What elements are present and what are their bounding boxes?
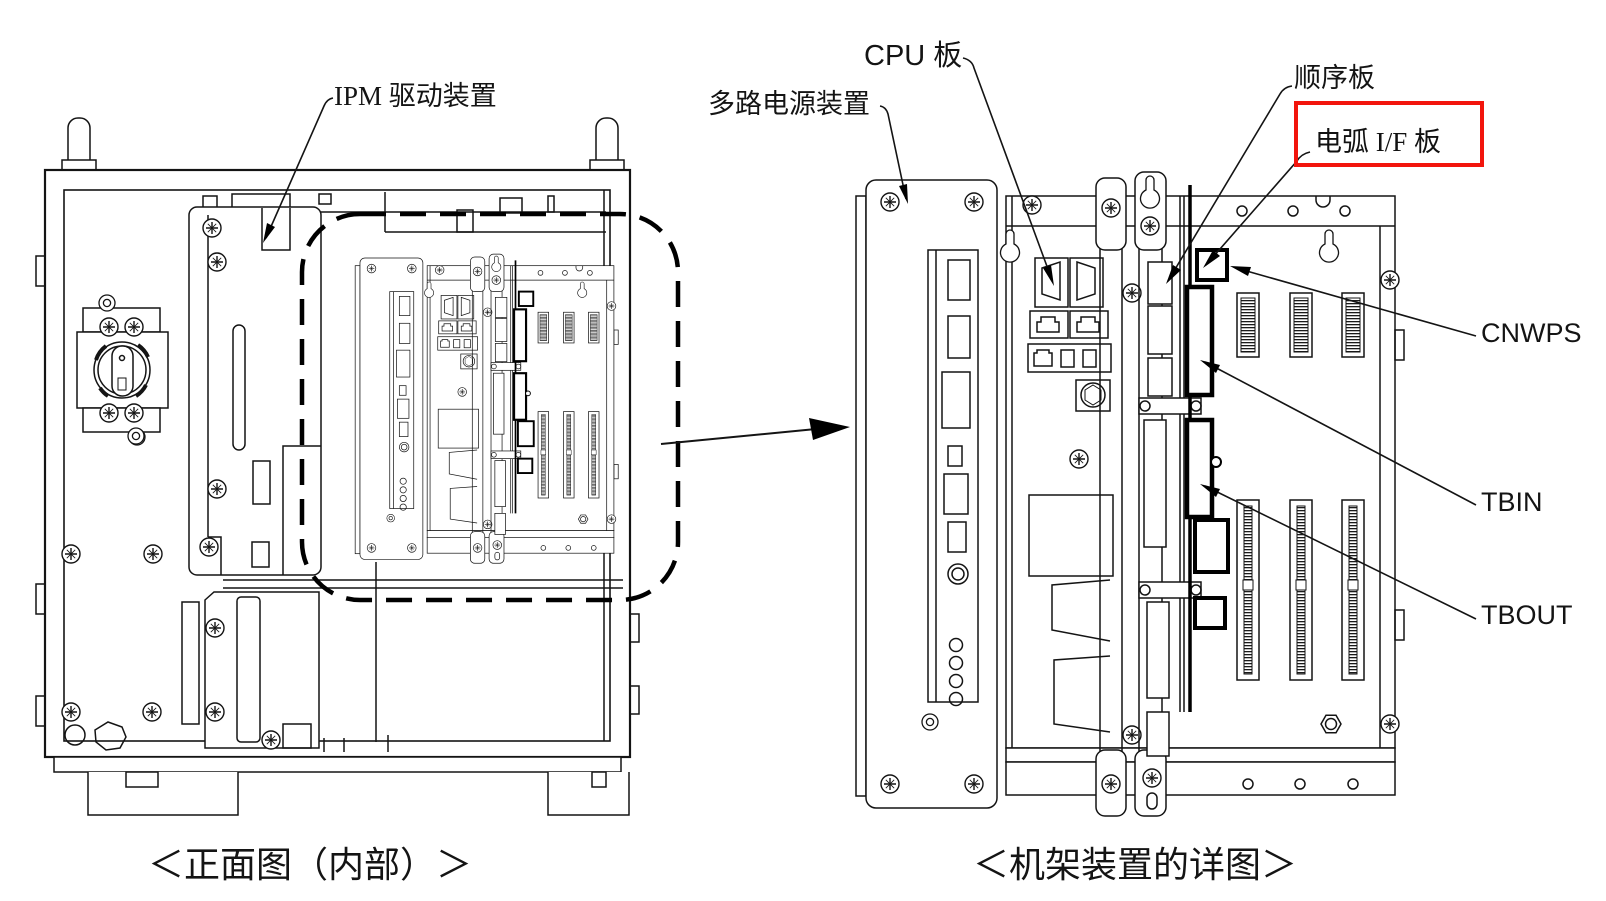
wall-tab — [629, 613, 640, 643]
leader-power — [879, 105, 907, 200]
breaker-handle — [111, 345, 134, 397]
wall-tab — [35, 583, 46, 615]
highlight-box: 电弧 I/F 板 — [1294, 101, 1484, 167]
lower-panel — [181, 591, 320, 749]
label-sequence-board: 顺序板 — [1294, 63, 1375, 93]
label-multi-power-unit: 多路电源装置 — [708, 89, 870, 119]
label-tbin: TBIN — [1481, 487, 1543, 517]
arrowhead — [1203, 250, 1220, 268]
label-ipm-drive-unit: IPM 驱动装置 — [334, 81, 497, 111]
rack-detail-diagram — [856, 172, 1404, 816]
arrowhead — [1200, 360, 1220, 373]
label-arc-if-board: 电弧 I/F 板 — [1315, 127, 1442, 157]
arrowhead — [1166, 265, 1181, 284]
zoom-arrow — [660, 418, 850, 445]
wall-tab — [35, 695, 46, 727]
leader-tbout — [1204, 485, 1477, 620]
leader-sequence — [1167, 85, 1293, 282]
front-view-diagram — [35, 117, 681, 816]
wall-tab — [35, 255, 46, 287]
rack-assembly-full — [856, 172, 1404, 816]
caption-rack-detail: ＜机架装置的详图＞ — [972, 845, 1297, 885]
cable-gland — [94, 721, 127, 751]
caption-front-view: ＜正面图（内部）＞ — [147, 845, 472, 885]
dashed-selection-outline — [299, 211, 681, 603]
circuit-breaker — [76, 307, 169, 433]
wall-tab — [629, 685, 640, 715]
leader-cpu — [962, 57, 1053, 281]
label-tbout: TBOUT — [1481, 600, 1573, 630]
lifting-hooks — [61, 117, 625, 173]
leader-ipm — [265, 97, 334, 239]
arrowhead — [263, 223, 275, 243]
cabinet-base — [53, 756, 622, 773]
leader-cnwps — [1235, 267, 1477, 337]
arrowhead — [1230, 266, 1251, 276]
label-cpu-board: CPU 板 — [864, 40, 963, 72]
arrowhead — [1043, 265, 1054, 286]
arrowhead — [899, 184, 908, 204]
cabinet-feet — [87, 771, 630, 816]
label-cnwps: CNWPS — [1481, 318, 1582, 348]
rack-assembly-mini — [355, 254, 618, 563]
arrowhead — [1200, 484, 1220, 497]
leader-tbin — [1204, 361, 1477, 506]
cable-hole — [64, 724, 86, 746]
